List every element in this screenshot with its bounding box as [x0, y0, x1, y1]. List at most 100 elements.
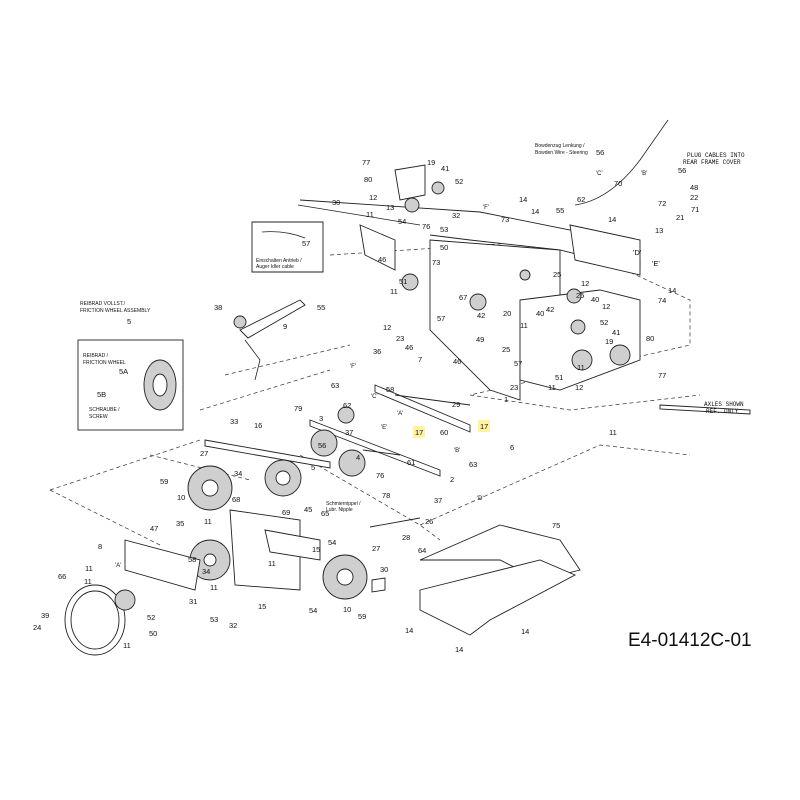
- svg-text:32: 32: [229, 621, 237, 630]
- gearbox-plate-68: [229, 509, 301, 591]
- svg-text:42: 42: [477, 311, 485, 320]
- svg-text:25: 25: [576, 291, 584, 300]
- svg-text:22: 22: [690, 193, 698, 202]
- assembly-outline-mid: [49, 344, 701, 546]
- chain-26: [369, 517, 421, 528]
- bracket-upper: [394, 164, 426, 201]
- frame-side-plate: [519, 289, 641, 391]
- svg-text:38: 38: [214, 303, 222, 312]
- svg-text:74: 74: [658, 296, 666, 305]
- svg-text:69: 69: [282, 508, 290, 517]
- note-axles-2: REF. ONLY: [706, 408, 739, 415]
- svg-text:80: 80: [646, 334, 654, 343]
- svg-text:46: 46: [405, 343, 413, 352]
- svg-text:'B': 'B': [454, 448, 460, 454]
- note-friction-inner-2: FRICTION WHEEL: [83, 360, 126, 366]
- svg-text:65: 65: [321, 509, 329, 518]
- highlight-17-a: [413, 426, 425, 438]
- bracket-65: [264, 529, 321, 561]
- svg-text:59: 59: [160, 477, 168, 486]
- svg-text:79: 79: [294, 404, 302, 413]
- svg-text:52: 52: [147, 613, 155, 622]
- svg-text:12: 12: [575, 383, 583, 392]
- svg-text:25: 25: [502, 345, 510, 354]
- svg-text:37: 37: [345, 428, 353, 437]
- svg-text:42: 42: [546, 305, 554, 314]
- svg-text:52: 52: [455, 177, 463, 186]
- note-friction-1: REIBRAD VOLLST./: [80, 301, 126, 307]
- svg-text:3: 3: [319, 414, 323, 423]
- svg-text:66: 66: [58, 572, 66, 581]
- svg-text:32: 32: [452, 211, 460, 220]
- svg-text:26: 26: [425, 517, 433, 526]
- svg-text:54: 54: [309, 606, 317, 615]
- svg-text:19: 19: [605, 337, 613, 346]
- svg-text:61: 61: [407, 458, 415, 467]
- svg-text:23: 23: [510, 383, 518, 392]
- svg-text:34: 34: [202, 567, 210, 576]
- svg-text:54: 54: [328, 538, 336, 547]
- axle-shaft-16: [204, 439, 331, 469]
- svg-text:14: 14: [531, 207, 539, 216]
- svg-text:9: 9: [283, 322, 287, 331]
- bearing-51: [401, 273, 419, 291]
- bearing-52-right: [570, 319, 586, 335]
- svg-text:12: 12: [581, 279, 589, 288]
- svg-text:53: 53: [440, 225, 448, 234]
- svg-text:76: 76: [376, 471, 384, 480]
- part-17-label-b: 17: [480, 422, 488, 431]
- svg-text:11: 11: [85, 564, 93, 573]
- steering-cable: [574, 119, 669, 206]
- svg-text:'A': 'A': [397, 411, 403, 417]
- svg-text:11: 11: [268, 559, 276, 568]
- sprocket-10-hub: [336, 568, 354, 586]
- svg-text:54: 54: [398, 217, 406, 226]
- svg-text:16: 16: [254, 421, 262, 430]
- svg-text:11: 11: [210, 583, 218, 592]
- drive-pulley-66-inner: [70, 590, 120, 650]
- svg-text:11: 11: [123, 641, 131, 650]
- svg-text:39: 39: [41, 611, 49, 620]
- shaft-top: [297, 204, 421, 226]
- svg-text:12: 12: [383, 323, 391, 332]
- svg-text:71: 71: [691, 205, 699, 214]
- svg-text:27: 27: [372, 544, 380, 553]
- svg-text:12: 12: [369, 193, 377, 202]
- gear-38: [233, 315, 247, 329]
- svg-text:51: 51: [399, 277, 407, 286]
- svg-text:5: 5: [311, 463, 315, 472]
- svg-text:56: 56: [678, 166, 686, 175]
- svg-text:14: 14: [405, 626, 413, 635]
- bottom-plate: [419, 559, 577, 636]
- svg-text:11: 11: [520, 321, 528, 330]
- svg-text:15: 15: [258, 602, 266, 611]
- svg-text:10: 10: [343, 605, 351, 614]
- svg-text:11: 11: [577, 363, 585, 372]
- svg-text:56: 56: [596, 148, 604, 157]
- svg-text:11: 11: [609, 428, 617, 437]
- svg-text:6: 6: [510, 443, 514, 452]
- svg-text:64: 64: [418, 546, 426, 555]
- svg-text:34: 34: [234, 469, 242, 478]
- note-lube-2: Lubr. Nipple: [326, 507, 353, 513]
- shaft-60: [374, 384, 471, 433]
- hub-3: [337, 406, 355, 424]
- svg-text:53: 53: [210, 615, 218, 624]
- svg-text:'C': 'C': [371, 394, 378, 400]
- note-screw-1: SCHRAUBE /: [89, 407, 120, 413]
- svg-text:20: 20: [503, 309, 511, 318]
- svg-text:63: 63: [331, 381, 339, 390]
- chain-61: [362, 449, 401, 456]
- svg-text:62: 62: [577, 195, 585, 204]
- note-auger-2: Auger Idler cable: [256, 264, 294, 270]
- svg-text:60: 60: [440, 428, 448, 437]
- svg-text:1: 1: [504, 395, 508, 404]
- note-friction-inner-1: REIBRAD /: [83, 353, 109, 359]
- svg-text:13: 13: [655, 226, 663, 235]
- svg-text:30: 30: [380, 565, 388, 574]
- gear-4: [310, 429, 338, 457]
- assembly-outline-low: [149, 454, 441, 541]
- svg-text:14: 14: [608, 215, 616, 224]
- svg-text:'D': 'D': [633, 248, 642, 257]
- svg-text:40: 40: [536, 309, 544, 318]
